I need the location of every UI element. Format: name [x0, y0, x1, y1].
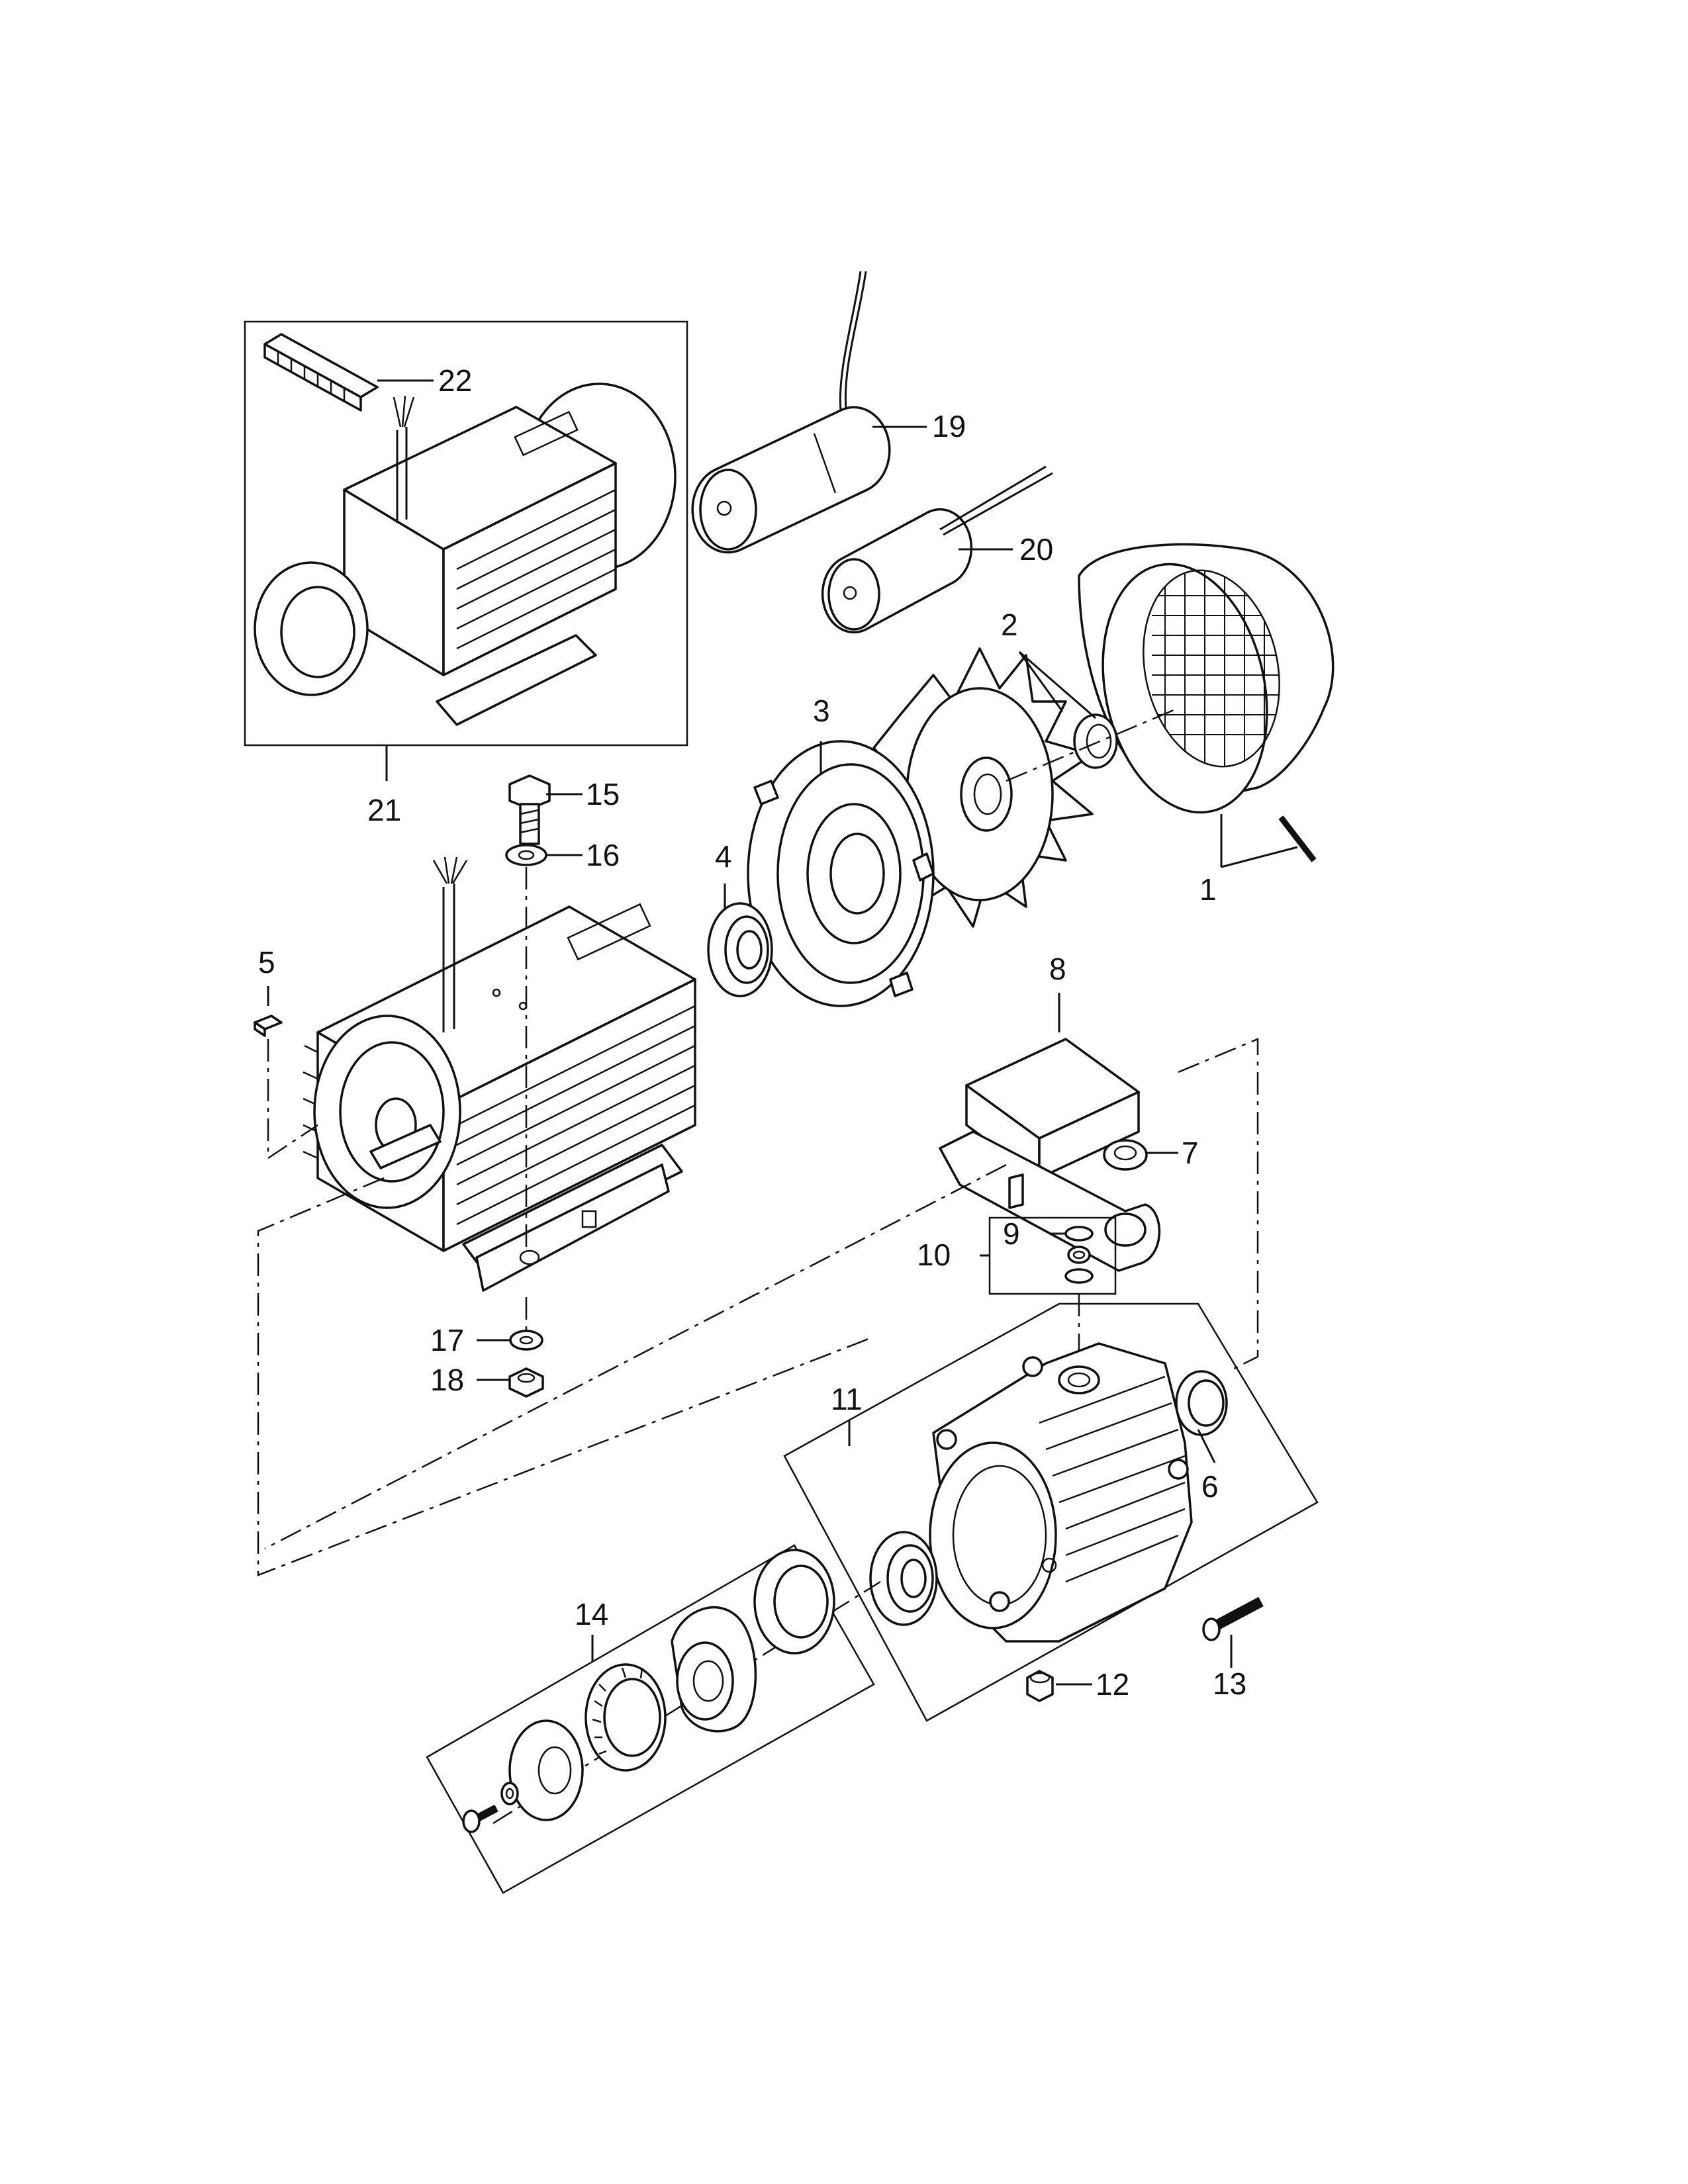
pump-housing	[929, 1342, 1193, 1643]
callout-9: 9	[1003, 1216, 1020, 1251]
fan-cover-screw	[1220, 814, 1317, 868]
seal-kit-box	[426, 1544, 875, 1894]
bolt	[508, 774, 583, 845]
housing-screw	[1202, 1596, 1264, 1668]
seal-kit-parts	[462, 1549, 835, 1833]
seal-stack-box	[980, 1216, 1117, 1350]
assembly-guides	[257, 1038, 1259, 1576]
hex-nut	[477, 1367, 544, 1398]
callout-11: 11	[831, 1382, 863, 1416]
washer-lower	[477, 1297, 543, 1351]
callout-labels: 1 2 3 4 5 6 7 8 9 10 11 12 13 14 15 16 1…	[258, 363, 1246, 1702]
callout-17: 17	[430, 1323, 464, 1357]
end-shield	[747, 740, 935, 1007]
motor-stator	[303, 856, 696, 1292]
callout-21: 21	[367, 793, 401, 827]
callout-5: 5	[258, 945, 275, 979]
fan-cover	[1078, 543, 1335, 814]
callout-3: 3	[813, 694, 830, 728]
fan-ring	[1073, 713, 1118, 769]
capacitor-small	[821, 465, 1053, 634]
rear-bearing	[869, 1531, 938, 1626]
washer-upper	[505, 844, 583, 866]
terminal-strip	[263, 333, 434, 412]
callout-19: 19	[932, 409, 966, 443]
callout-13: 13	[1213, 1666, 1246, 1701]
shaft-seal	[1175, 1370, 1228, 1463]
motor-assembly-box	[244, 320, 688, 781]
capacitor-large	[691, 271, 927, 554]
callout-4: 4	[715, 839, 732, 874]
callout-12: 12	[1096, 1667, 1129, 1702]
callout-22: 22	[438, 363, 472, 398]
callout-18: 18	[430, 1363, 464, 1397]
terminal-box	[939, 993, 1178, 1272]
cooling-fan	[859, 647, 1094, 928]
callout-7: 7	[1182, 1136, 1199, 1170]
callout-10: 10	[917, 1238, 951, 1272]
callout-14: 14	[575, 1597, 608, 1631]
assembled-motor	[254, 383, 677, 726]
shaft-key	[254, 986, 318, 1160]
callout-8: 8	[1049, 952, 1066, 986]
drain-plug	[1026, 1670, 1092, 1702]
pump-housing-box	[783, 1302, 1319, 1722]
callout-2: 2	[1001, 608, 1018, 642]
callout-20: 20	[1019, 532, 1053, 567]
front-bearing	[707, 884, 773, 997]
callout-1: 1	[1199, 872, 1217, 907]
callout-6: 6	[1201, 1469, 1219, 1504]
callout-15: 15	[586, 777, 620, 811]
callout-16: 16	[586, 838, 620, 872]
